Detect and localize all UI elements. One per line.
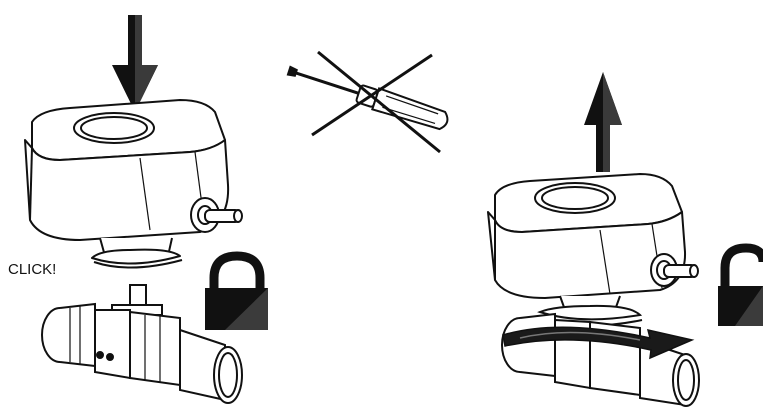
- arrow-up-icon: [584, 72, 622, 172]
- click-label: CLICK!: [8, 261, 56, 278]
- padlock-open-icon: [718, 248, 763, 326]
- padlock-closed-icon: [205, 256, 268, 330]
- actuator-left: [25, 100, 242, 268]
- no-screwdriver-icon: [286, 52, 451, 152]
- actuator-right: [488, 174, 698, 310]
- arrow-down-icon: [112, 15, 158, 112]
- ball-valve-right: [502, 306, 699, 406]
